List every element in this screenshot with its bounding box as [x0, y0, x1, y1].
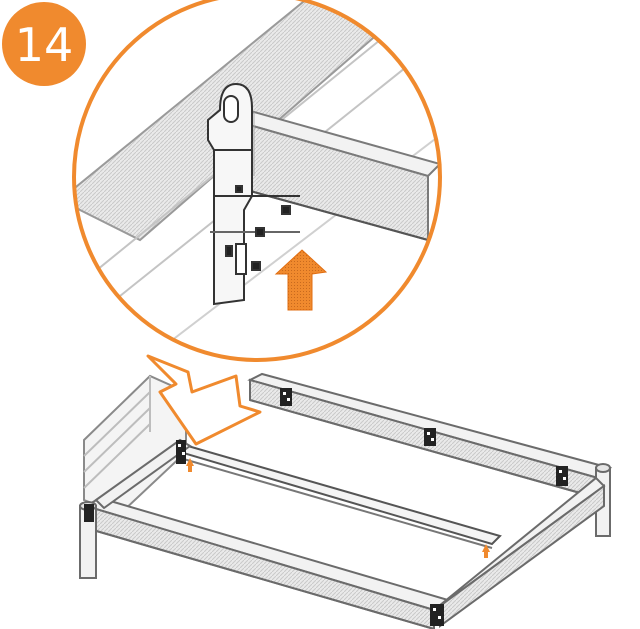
- detail-callout-circle: [72, 0, 442, 362]
- step-number: 14: [15, 18, 74, 72]
- bracket-foot-corner: [430, 604, 444, 626]
- step-badge: 14: [2, 2, 86, 86]
- up-arrow-icon: [274, 249, 328, 311]
- detail-bracket-icon: [207, 82, 300, 306]
- callout-pointer: [146, 354, 262, 446]
- bracket-rail-3: [556, 466, 568, 486]
- small-up-arrow-icon: [186, 458, 490, 558]
- bracket-head-corner: [84, 504, 94, 522]
- frame-brackets: [84, 388, 568, 626]
- front-side-rail: [83, 496, 451, 629]
- headboard: [83, 374, 187, 516]
- bracket-rail-1: [280, 388, 292, 406]
- bracket-head-left: [176, 440, 186, 464]
- center-support-beam: [177, 444, 502, 549]
- head-end-rail: [94, 438, 192, 510]
- bed-frame: [79, 372, 613, 629]
- bracket-rail-2: [424, 428, 436, 446]
- foot-end-rail: [433, 476, 606, 628]
